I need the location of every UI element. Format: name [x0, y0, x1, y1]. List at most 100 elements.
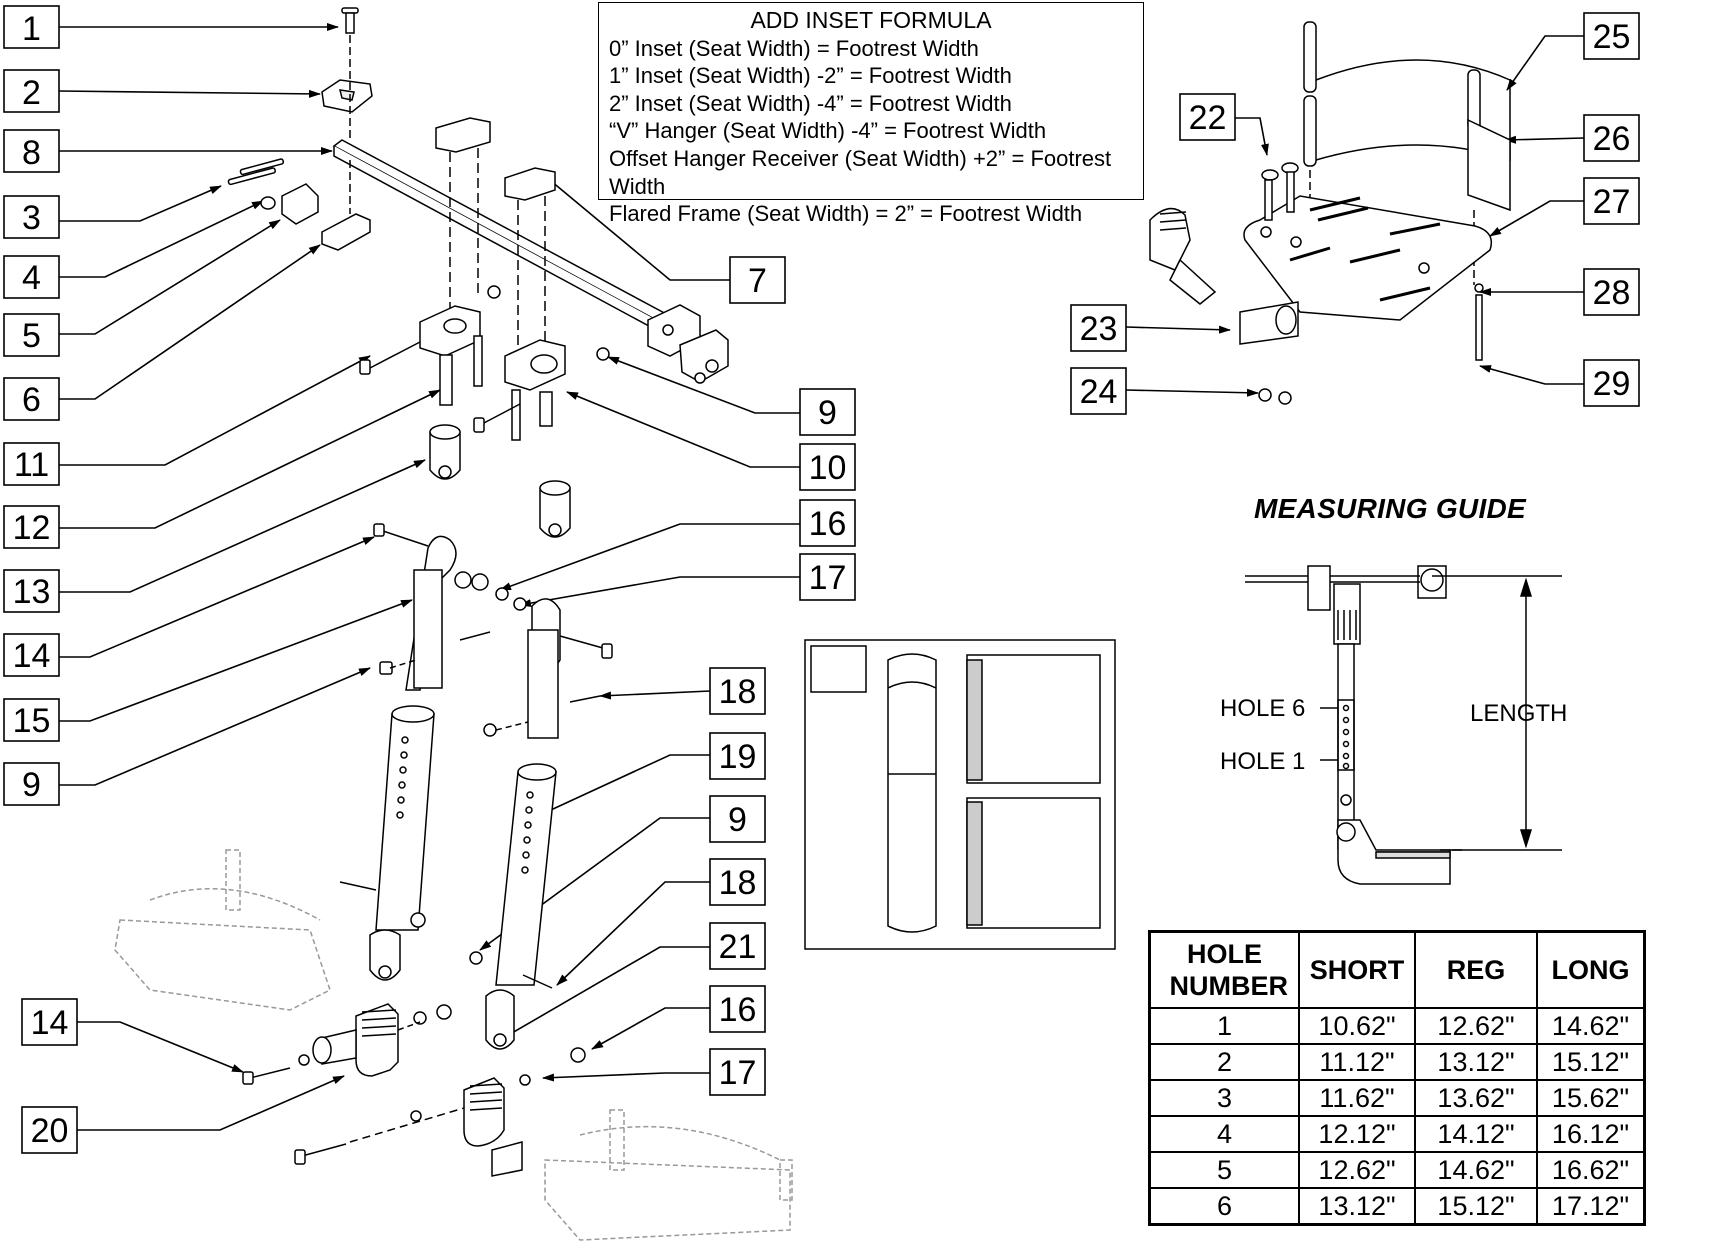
measuring-guide-drawing: [1245, 565, 1562, 885]
callout-13: [3, 459, 426, 613]
table-cell: 13.12": [1298, 1187, 1416, 1226]
callout-21: [499, 922, 766, 1041]
swivel-joint-part: [429, 424, 571, 538]
callout-label: 1: [22, 10, 41, 48]
table-cell: 1: [1148, 1007, 1300, 1045]
callout-label: 22: [1189, 99, 1227, 137]
col-short: SHORT: [1298, 930, 1416, 1009]
hanger-receiver-part: [359, 285, 501, 406]
callout-26: [1504, 114, 1640, 162]
callout-label: 26: [1593, 120, 1631, 158]
extension-tube-part: [339, 705, 435, 981]
callout-11: [3, 355, 371, 486]
hole-6-label: HOLE 6: [1220, 695, 1306, 722]
table-cell: 11.62": [1298, 1079, 1416, 1117]
callout-label: 27: [1593, 183, 1631, 221]
callout-18b: [556, 858, 766, 986]
table-cell: 14.62": [1414, 1151, 1538, 1189]
callout-label: 28: [1593, 274, 1631, 312]
table-cell: 13.12": [1414, 1043, 1538, 1081]
callout-7: [544, 175, 786, 304]
kit-box: [804, 639, 1116, 950]
hole-1-label: HOLE 1: [1220, 748, 1306, 775]
footplate-part: [1149, 21, 1511, 405]
formula-line: 2” Inset (Seat Width) -4” = Footrest Wid…: [609, 90, 1012, 116]
callout-label: 10: [809, 449, 847, 487]
pivot-bracket-part: [242, 1003, 452, 1085]
formula-line: Offset Hanger Receiver (Seat Width) +2” …: [609, 145, 1112, 199]
callout-9b: [607, 356, 856, 436]
callout-label: 25: [1593, 18, 1631, 56]
callout-label: 14: [31, 1004, 69, 1042]
table-cell: 16.62": [1536, 1151, 1646, 1189]
callout-label: 14: [13, 637, 51, 675]
callout-label: 9: [22, 766, 41, 804]
callout-29: [1479, 359, 1640, 407]
hanger-tube-part: [483, 587, 613, 739]
callout-10: [566, 391, 856, 491]
callout-15: [3, 599, 413, 742]
extension-tube-part: [469, 763, 557, 1050]
col-long: LONG: [1536, 930, 1646, 1009]
callout-label: 20: [31, 1112, 69, 1150]
formula-title: ADD INSET FORMULA: [750, 7, 992, 33]
table-cell: 16.12": [1536, 1115, 1646, 1153]
table-cell: 4: [1148, 1115, 1300, 1153]
callout-22: [1179, 93, 1269, 156]
table-cell: 12.62": [1414, 1007, 1538, 1045]
callout-label: 24: [1080, 373, 1118, 411]
callout-label: 6: [22, 381, 41, 419]
formula-line: 1” Inset (Seat Width) -2” = Footrest Wid…: [609, 63, 1012, 89]
table-cell: 6: [1148, 1187, 1300, 1226]
callout-label: 5: [22, 317, 41, 355]
callout-14b: [21, 998, 244, 1073]
callout-label: 16: [719, 991, 757, 1029]
clamp-block-part: [321, 79, 373, 113]
callout-16b: [591, 985, 766, 1050]
formula-line: Flared Frame (Seat Width) = 2” = Footres…: [609, 201, 1083, 227]
callout-25: [1506, 12, 1640, 91]
callout-8: [3, 129, 333, 173]
callout-label: 18: [719, 673, 757, 711]
table-cell: 12.12": [1298, 1115, 1416, 1153]
side-clamp-part: [227, 158, 371, 251]
callout-1: [3, 5, 339, 49]
formula-line: 0” Inset (Seat Width) = Footrest Width: [609, 35, 979, 61]
callout-label: 21: [719, 928, 757, 966]
callout-label: 17: [719, 1054, 757, 1092]
pivot-bracket-part: [294, 1047, 586, 1177]
callout-label: 15: [13, 702, 51, 740]
callout-label: 29: [1593, 365, 1631, 403]
callout-label: 3: [22, 199, 41, 237]
screw-part: [341, 7, 359, 80]
table-cell: 10.62": [1298, 1007, 1416, 1045]
callout-label: 9: [818, 394, 837, 432]
table-cell: 15.62": [1536, 1079, 1646, 1117]
callout-label: 2: [22, 74, 41, 112]
callout-24: [1070, 367, 1259, 415]
callout-label: 18: [719, 864, 757, 902]
table-cell: 3: [1148, 1079, 1300, 1117]
callout-19: [539, 732, 766, 816]
table-cell: 15.12": [1414, 1187, 1538, 1226]
table-cell: 12.62": [1298, 1151, 1416, 1189]
header-label: HOLE NUMBER: [1169, 939, 1289, 1001]
callout-label: 16: [809, 505, 847, 543]
callout-5: [3, 219, 281, 357]
callout-9a: [3, 667, 371, 806]
table-cell: 15.12": [1536, 1043, 1646, 1081]
measuring-guide-title: MEASURING GUIDE: [1253, 493, 1527, 524]
table-cell: 5: [1148, 1151, 1300, 1189]
callout-label: 9: [728, 801, 747, 839]
callout-label: 7: [748, 262, 767, 300]
callout-label: 8: [22, 134, 41, 172]
bar-end-clamp-part: [647, 304, 729, 384]
callout-label: 4: [22, 259, 41, 297]
